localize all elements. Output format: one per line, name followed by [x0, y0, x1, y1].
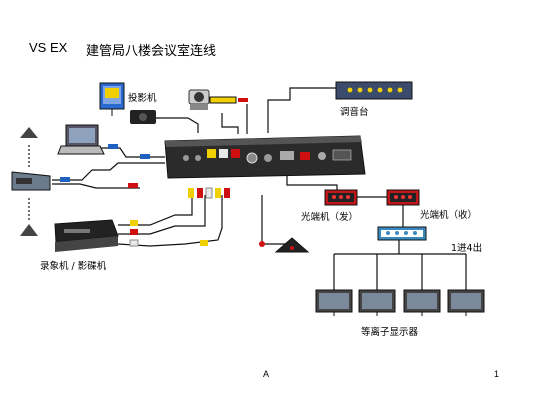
projector-cable — [156, 117, 199, 133]
splitter-label: 1进4出 — [451, 243, 483, 254]
fiber-rx-label: 光端机（收） — [420, 210, 478, 221]
fiber-tx-box — [324, 189, 358, 206]
camera-cable — [221, 113, 239, 134]
laptop-device — [57, 124, 105, 155]
camera-device — [188, 89, 248, 110]
mixer-label: 调音台 — [340, 107, 369, 118]
plasma-monitor-4 — [447, 289, 485, 316]
remote-top — [20, 127, 38, 138]
footer-left-marker: A — [263, 369, 270, 379]
mic-cable — [261, 195, 292, 245]
rca-plugs — [129, 187, 230, 247]
plasma-label: 等离子显示器 — [361, 327, 419, 338]
projector-device — [99, 82, 156, 124]
microphone-device — [259, 237, 310, 253]
audio-mixer — [335, 81, 413, 100]
diagram-model-label: VS EX — [29, 40, 68, 55]
codec-cable-1 — [52, 162, 165, 181]
console-to-tx-line — [286, 172, 338, 190]
network-plugs — [60, 144, 150, 188]
remote-bottom — [20, 224, 38, 236]
laptop-cable — [99, 147, 165, 158]
vcr-cable-2 — [118, 195, 206, 235]
main-console — [164, 135, 366, 179]
diagram-title: 建管局八楼会议室连线 — [86, 44, 217, 59]
codec-cable-2 — [52, 183, 140, 189]
fiber-tx-label: 光端机（发） — [301, 212, 359, 223]
fiber-rx-box — [386, 189, 420, 206]
connection-lines — [28, 87, 467, 290]
footer-page-number: 1 — [494, 369, 500, 379]
console-ports — [183, 149, 352, 164]
plasma-monitor-3 — [403, 289, 441, 316]
vcr-device — [54, 219, 119, 252]
plasma-monitor-2 — [358, 289, 396, 316]
plasma-monitor-1 — [315, 289, 353, 316]
video-splitter-box — [377, 226, 427, 241]
mixer-cable — [267, 87, 336, 133]
recorder-label: 录象机 / 影碟机 — [40, 261, 107, 272]
vcr-cable-1 — [118, 195, 193, 226]
codec-device — [11, 171, 51, 191]
projector-label: 投影机 — [128, 93, 157, 104]
